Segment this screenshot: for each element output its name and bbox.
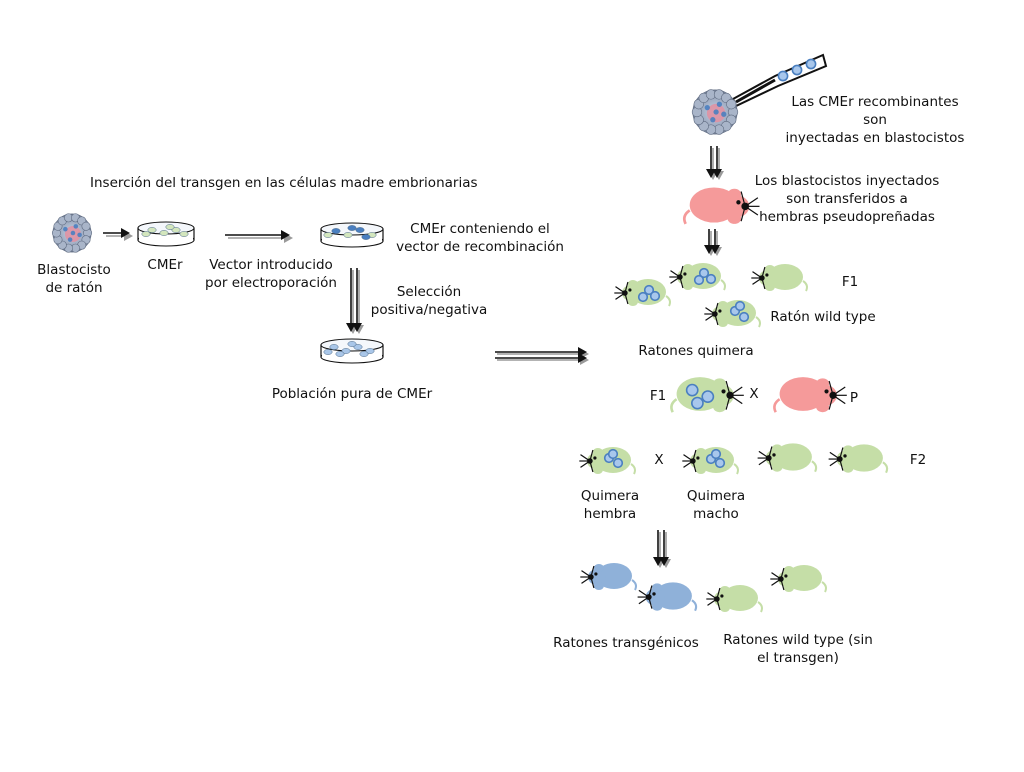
mouse-icon: [751, 264, 808, 292]
arrow-to-offspring: [653, 530, 671, 568]
mouse-icon: [682, 447, 739, 475]
blastocyst-label: Blastocisto de ratón: [37, 262, 111, 296]
vector-label: Vector introducido por electroporación: [205, 257, 337, 291]
chimeras-label: Ratones quimera: [638, 343, 754, 359]
f1-cross-label: F1: [649, 388, 667, 404]
arrow-to-cmer: [103, 228, 133, 241]
pure-population-dish: [320, 338, 384, 364]
cmer-dish: [137, 221, 195, 247]
arrow-selection: [346, 268, 364, 334]
wild-type-label: Ratón wild type: [770, 309, 876, 325]
mouse-icon: [757, 443, 818, 473]
mouse-icon: [580, 563, 637, 591]
arrow-electroporation: [225, 230, 293, 243]
cross-x-label-1: X: [749, 386, 759, 402]
mouse-icon: [682, 187, 760, 225]
left-title: Inserción del transgen en las células ma…: [90, 175, 478, 191]
female-chimera-label: Quimera hembra: [580, 488, 640, 522]
mouse-icon: [706, 585, 763, 613]
mouse-icon: [773, 377, 847, 413]
transgenic-mice-label: Ratones transgénicos: [553, 635, 699, 651]
mouse-icon: [579, 447, 636, 475]
mouse-icon: [704, 300, 761, 328]
injected-blastocyst: [691, 89, 739, 135]
mouse-icon: [670, 377, 744, 413]
arrow-to-right: [495, 347, 589, 365]
mouse-icon: [669, 263, 726, 291]
cross-x-label-2: X: [654, 452, 664, 468]
injection-label: Las CMEr recombinantes son inyectadas en…: [785, 94, 965, 146]
selection-label: Selección positiva/negativa: [370, 284, 488, 318]
cmer-vector-dish: [320, 222, 384, 248]
f1-top-label: F1: [841, 274, 859, 290]
mouse-icon: [828, 444, 889, 474]
mouse-icon: [770, 565, 827, 593]
pure-population-label: Población pura de CMEr: [271, 386, 433, 402]
arrow-to-transfer: [706, 146, 724, 180]
arrow-to-chimeras: [704, 229, 722, 256]
f2-label: F2: [909, 452, 927, 468]
parent-label: P: [849, 390, 859, 406]
mouse-icon: [637, 582, 698, 612]
mouse-icon: [614, 279, 671, 307]
male-chimera-label: Quimera macho: [686, 488, 746, 522]
left-blastocyst: [51, 213, 93, 253]
wild-type-no-transgene-label: Ratones wild type (sin el transgen): [723, 632, 873, 666]
cmer-vector-label: CMEr conteniendo el vector de recombinac…: [396, 221, 564, 255]
transfer-label: Los blastocistos inyectados son transfer…: [754, 173, 940, 225]
cmer-label: CMEr: [147, 257, 183, 273]
